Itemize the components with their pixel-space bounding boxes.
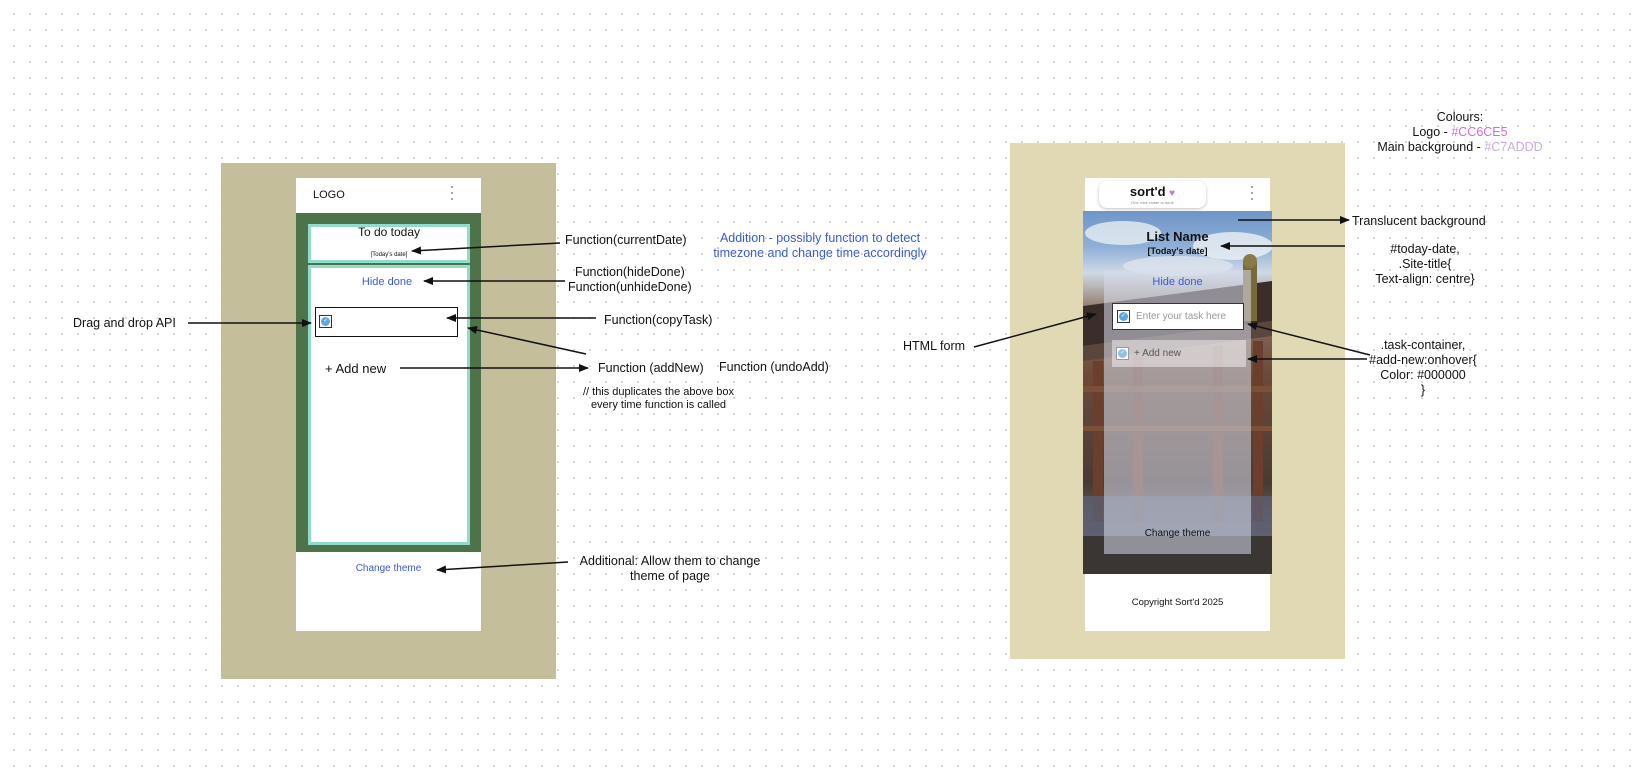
checkbox-icon: ✓	[1116, 347, 1129, 360]
add-new-button[interactable]: ✓ + Add new	[1112, 340, 1246, 367]
annotation-hide-done-line1: Function(hideDone)	[574, 265, 685, 279]
site-title: List Name	[1146, 229, 1209, 244]
task-item[interactable]	[315, 307, 458, 337]
today-date: [Today's date]	[370, 252, 408, 258]
site-logo[interactable]: sort'd ♥ One click closer to done	[1099, 181, 1206, 208]
checkbox-icon[interactable]: ✓	[1117, 310, 1130, 323]
add-new-button[interactable]: + Add new	[325, 361, 387, 376]
arrow-change-theme	[436, 561, 569, 574]
annotation-current-date: Function(currentDate)	[565, 233, 687, 247]
annotation-addition-line2: timezone and change time accordingly	[713, 246, 927, 260]
kebab-menu-icon[interactable]	[451, 186, 454, 204]
main-bg-label: Main background -	[1377, 140, 1485, 154]
change-theme-button[interactable]: Change theme	[1144, 528, 1211, 539]
arrow-add-new-box	[467, 326, 587, 355]
annotation-today-date-line3: Text-align: centre}	[1375, 272, 1475, 286]
footer-copyright: Copyright Sort'd 2025	[1131, 597, 1224, 608]
annotation-drag-drop: Drag and drop API	[73, 316, 176, 330]
main-bg-value: #C7ADDD	[1484, 140, 1543, 154]
task-input[interactable]: ✓ Enter your task here	[1112, 303, 1244, 330]
colours-title: Colours:	[1436, 110, 1484, 124]
title-box	[308, 224, 470, 263]
arrow-task-container	[1247, 322, 1371, 356]
annotation-task-container-css: .task-container, #add-new:onhover{ Color…	[1353, 338, 1493, 398]
annotation-task-container-line4: }	[1420, 383, 1426, 397]
task-list-box	[308, 265, 470, 545]
wireframe-logo: LOGO	[313, 189, 345, 201]
annotation-today-date-line1: #today-date,	[1390, 242, 1460, 256]
annotation-today-date-line2: .Site-title{	[1398, 257, 1452, 271]
annotation-task-container-line1: .task-container,	[1380, 338, 1466, 352]
change-theme-button[interactable]: Change theme	[355, 563, 422, 574]
annotation-hide-done-line2: Function(unhideDone)	[568, 280, 692, 294]
annotation-change-theme: Additional: Allow them to change theme o…	[572, 554, 768, 584]
annotation-translucent: Translucent background	[1352, 214, 1486, 228]
add-new-label: + Add new	[1134, 348, 1181, 359]
kebab-menu-icon[interactable]	[1251, 186, 1254, 204]
annotation-duplicates: // this duplicates the above box every t…	[566, 386, 751, 412]
annotation-undo-add: Function (undoAdd)	[719, 360, 829, 374]
heart-icon: ♥	[1169, 188, 1176, 199]
hide-done-button[interactable]: Hide done	[361, 276, 413, 288]
annotation-duplicates-line1: // this duplicates the above box	[582, 386, 735, 398]
annotation-today-date-css: #today-date, .Site-title{ Text-align: ce…	[1355, 242, 1495, 287]
hide-done-button[interactable]: Hide done	[1152, 276, 1203, 288]
logo-colour-value: #CC6CE5	[1451, 125, 1508, 139]
logo-text: sort'd	[1129, 184, 1166, 199]
page-title: To do today	[357, 225, 421, 239]
annotation-hide-done: Function(hideDone) Function(unhideDone)	[568, 265, 692, 295]
annotation-change-theme-line2: theme of page	[630, 569, 710, 583]
annotation-addition: Addition - possibly function to detect t…	[704, 231, 936, 261]
annotation-duplicates-line2: every time function is called	[590, 399, 727, 411]
logo-colour-label: Logo -	[1412, 125, 1452, 139]
checkbox-icon[interactable]: ✓	[319, 315, 332, 328]
annotation-copy-task: Function(copyTask)	[604, 313, 713, 327]
today-date: [Today's date]	[1147, 246, 1208, 256]
annotation-task-container-line2: #add-new:onhover{	[1369, 353, 1477, 367]
annotation-addition-line1: Addition - possibly function to detect	[719, 231, 921, 245]
task-input-placeholder: Enter your task here	[1136, 311, 1227, 322]
annotation-html-form: HTML form	[903, 339, 966, 353]
annotation-change-theme-line1: Additional: Allow them to change	[579, 554, 761, 568]
annotation-add-new: Function (addNew)	[598, 361, 704, 375]
arrow-html-form	[973, 312, 1097, 348]
logo-tagline: One click closer to done	[1131, 200, 1174, 205]
annotation-task-container-line3: Color: #000000	[1380, 368, 1466, 382]
colours-note: Colours: Logo - #CC6CE5 Main background …	[1360, 110, 1560, 155]
arrow-current-date	[411, 242, 561, 255]
